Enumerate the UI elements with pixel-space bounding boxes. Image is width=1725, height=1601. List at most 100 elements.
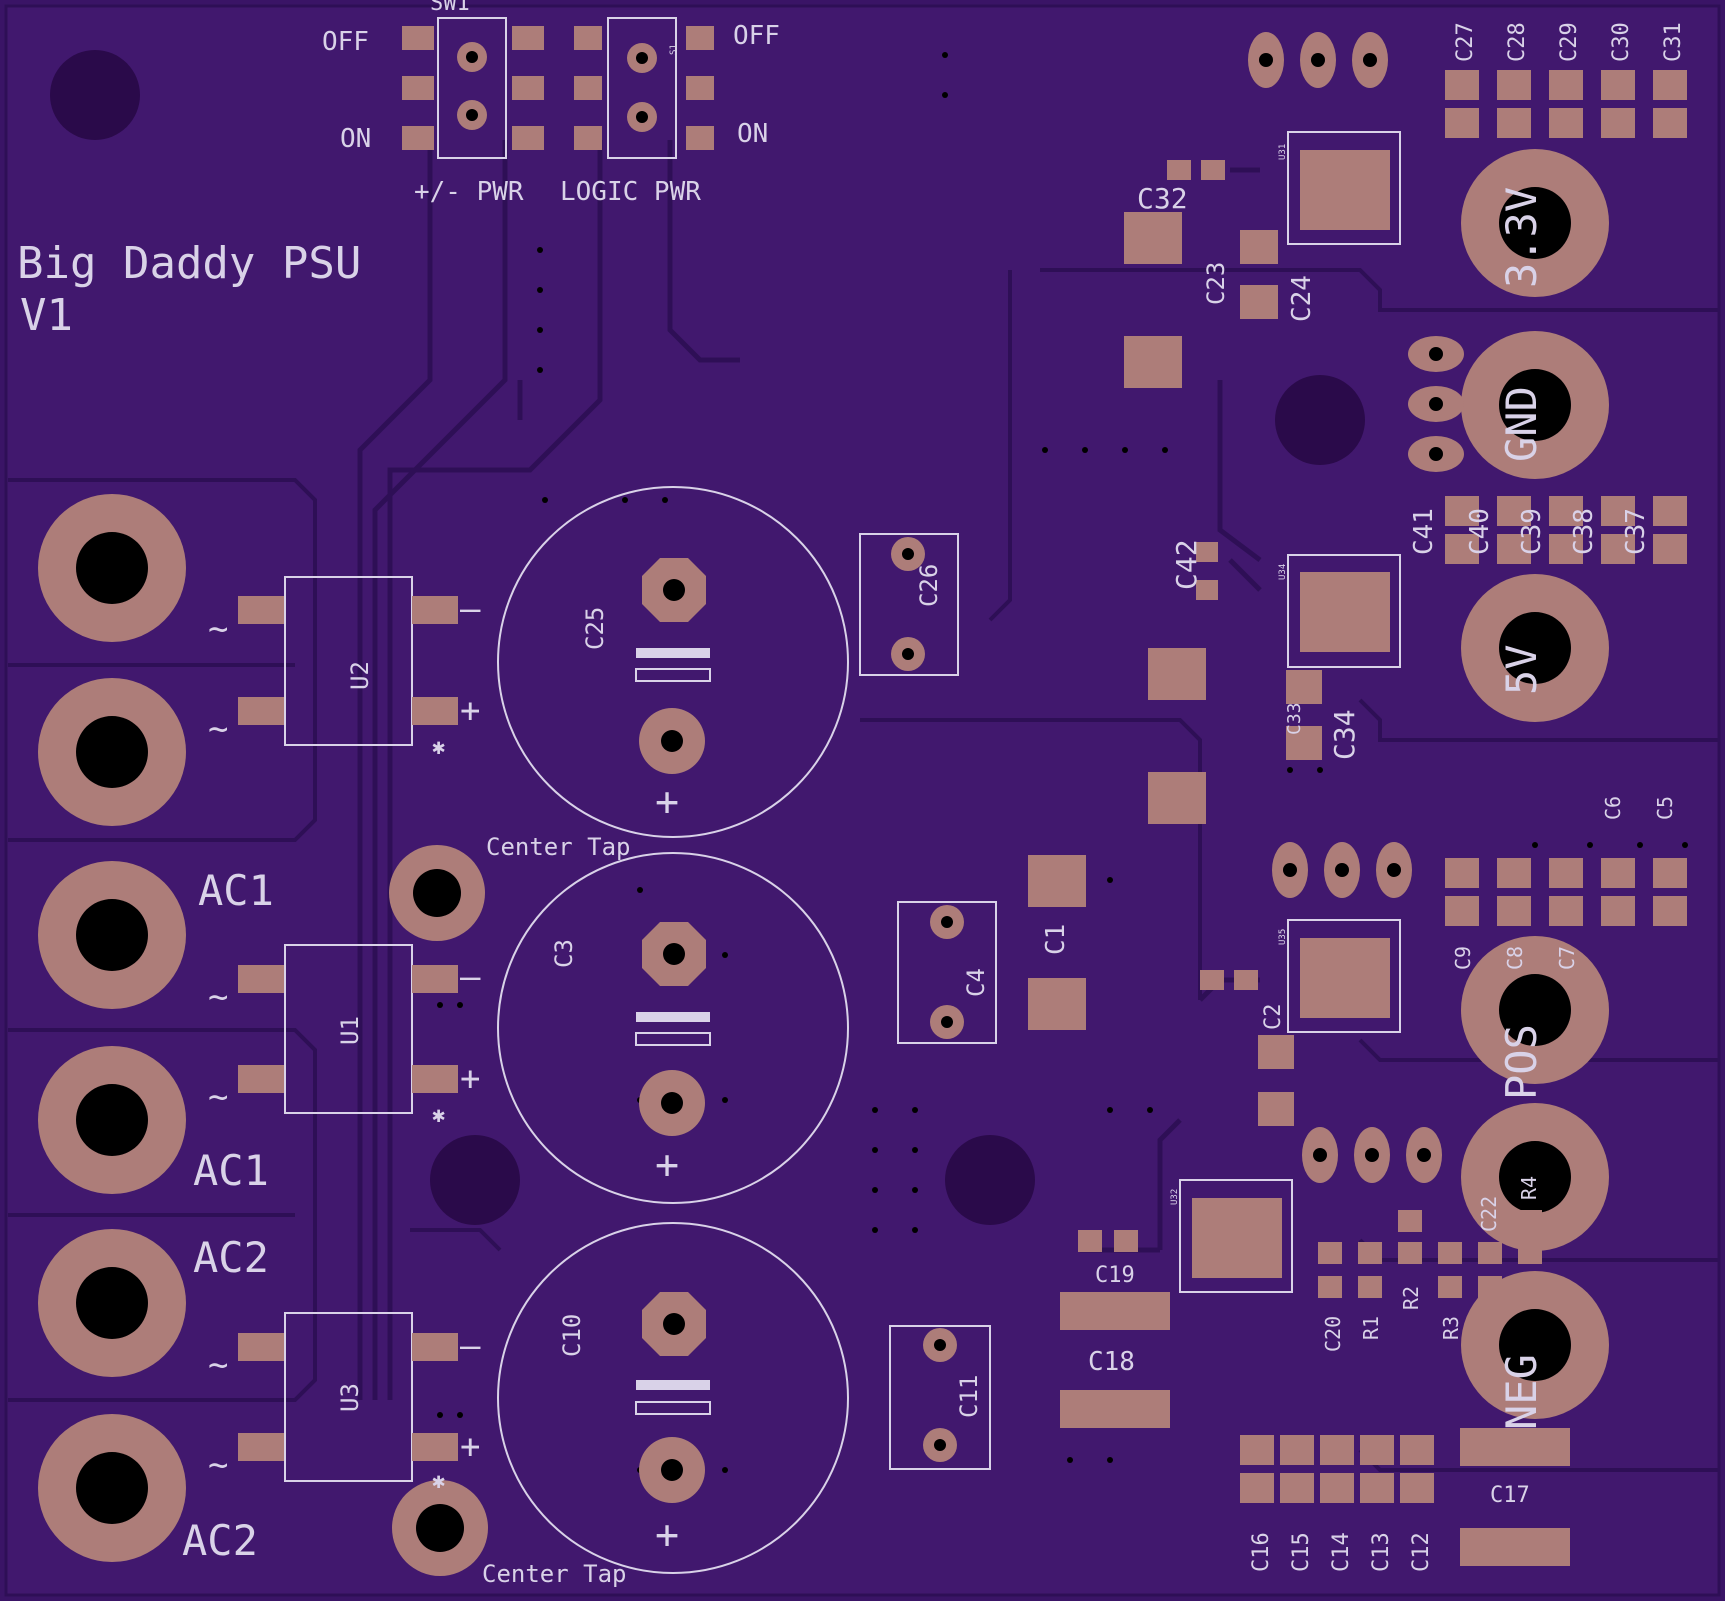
sw1-ref: SW1 bbox=[430, 0, 470, 16]
c6-ref: C6 bbox=[1601, 796, 1625, 820]
c7-ref: C7 bbox=[1555, 946, 1579, 970]
u1-ref: U1 bbox=[336, 1016, 364, 1045]
u3-ac-1: ~ bbox=[208, 1345, 228, 1385]
c18-ref: C18 bbox=[1088, 1347, 1135, 1377]
cap-c19 bbox=[1078, 1230, 1138, 1252]
terminal-ac1-a[interactable] bbox=[38, 494, 186, 642]
cap-c32 bbox=[1124, 160, 1225, 388]
terminal-ac2-a[interactable] bbox=[38, 1229, 186, 1377]
terminal-ac2-b[interactable] bbox=[38, 1414, 186, 1562]
u2-plus: + bbox=[460, 691, 480, 731]
u3-pad-minus bbox=[412, 1333, 458, 1361]
u34-ref: U34 bbox=[1278, 564, 1288, 580]
u3-minus: – bbox=[460, 1326, 481, 1366]
switch-sw1[interactable]: SW1 OFF ON +/- PWR bbox=[322, 0, 544, 207]
u2-pad-ac1 bbox=[238, 596, 284, 624]
c16-ref: C16 bbox=[1249, 1532, 1274, 1572]
header-top bbox=[1248, 32, 1388, 88]
s1-off: OFF bbox=[733, 21, 780, 51]
r2-ref: R2 bbox=[1399, 1286, 1423, 1310]
mount-hole-tl bbox=[50, 50, 140, 140]
c31-ref: C31 bbox=[1661, 22, 1686, 62]
film-cap-c26: C26 bbox=[859, 533, 959, 676]
c14-ref: C14 bbox=[1329, 1532, 1354, 1572]
u35-ref: U35 bbox=[1278, 929, 1288, 945]
c22-ref: C22 bbox=[1477, 1196, 1501, 1232]
sw1-on: ON bbox=[340, 124, 371, 154]
u2-minus: – bbox=[460, 589, 481, 629]
c25-ref: C25 bbox=[581, 607, 609, 650]
c10-ref: C10 bbox=[558, 1314, 586, 1357]
mount-hole-bottom-mid bbox=[945, 1135, 1035, 1225]
cap-c2 bbox=[1200, 970, 1294, 1126]
ic-u31: U31 bbox=[1278, 131, 1401, 245]
u2-star: ✱ bbox=[432, 735, 445, 760]
u2-pad-plus bbox=[412, 697, 458, 725]
cap-row-top bbox=[1445, 70, 1687, 138]
copper-pour bbox=[4, 4, 1721, 1597]
terminal-pos[interactable] bbox=[1461, 936, 1609, 1084]
cap-row-bottom bbox=[1240, 1435, 1434, 1503]
cap-c36 bbox=[1148, 648, 1322, 824]
left-terminals bbox=[38, 494, 186, 1562]
cap-c1 bbox=[1028, 855, 1086, 1030]
label-neg: NEG bbox=[1497, 1354, 1546, 1430]
c1-ref: C1 bbox=[1041, 924, 1071, 955]
label-ac1-top: AC1 bbox=[198, 866, 274, 915]
rectifier-u2: U2 – + ~ ~ ✱ bbox=[208, 576, 481, 760]
c3-polarity: + bbox=[655, 1142, 679, 1188]
cap-row-mid bbox=[1445, 496, 1687, 564]
c28-ref: C28 bbox=[1505, 22, 1530, 62]
u1-ac-1: ~ bbox=[208, 977, 228, 1017]
c20-ref: C20 bbox=[1321, 1316, 1345, 1352]
ic-u32: U32 bbox=[1170, 1179, 1293, 1293]
r1-ref: R1 bbox=[1359, 1316, 1383, 1340]
u1-pad-plus bbox=[412, 1065, 458, 1093]
label-5v: 5V bbox=[1497, 644, 1546, 695]
c33-ref: C33 bbox=[1284, 702, 1305, 735]
label-pos: POS bbox=[1497, 1024, 1546, 1100]
board-version: V1 bbox=[20, 290, 73, 341]
c26-ref: C26 bbox=[915, 564, 943, 607]
sw1-label: +/- PWR bbox=[414, 177, 524, 207]
u3-ref: U3 bbox=[336, 1383, 364, 1412]
c27-ref: C27 bbox=[1453, 22, 1478, 62]
u2-pad-ac2 bbox=[238, 697, 284, 725]
u1-pad-ac2 bbox=[238, 1065, 284, 1093]
plane-outlines bbox=[8, 268, 1718, 1472]
u2-pad-minus bbox=[412, 596, 458, 624]
terminal-ac1-c[interactable] bbox=[38, 861, 186, 1009]
u2-ac-1: ~ bbox=[208, 609, 228, 649]
terminal-gnd[interactable] bbox=[1461, 331, 1609, 479]
terminal-ac1-d[interactable] bbox=[38, 1046, 186, 1194]
terminal-5v[interactable] bbox=[1461, 574, 1609, 722]
terminal-gnd-2[interactable] bbox=[1461, 1103, 1609, 1251]
c12-ref: C12 bbox=[1409, 1532, 1434, 1572]
terminal-neg[interactable] bbox=[1461, 1271, 1609, 1419]
switch-s1[interactable]: S1 OFF ON LOGIC PWR bbox=[560, 17, 780, 207]
terminal-ac1-b[interactable] bbox=[38, 678, 186, 826]
label-ac2-top: AC2 bbox=[193, 1233, 269, 1282]
bulk-cap-c3: C3 + bbox=[497, 852, 849, 1204]
center-tap-terminal-2[interactable] bbox=[392, 1480, 488, 1576]
u3-star: ✱ bbox=[432, 1469, 445, 1494]
c37-ref: C37 bbox=[1621, 508, 1651, 555]
u2-ac-2: ~ bbox=[208, 709, 228, 749]
r4-ref: R4 bbox=[1517, 1176, 1541, 1200]
bulk-cap-c25: C25 + bbox=[497, 486, 849, 838]
r3-ref: R3 bbox=[1439, 1316, 1463, 1340]
u1-pad-minus bbox=[412, 965, 458, 993]
center-tap-terminal-1[interactable] bbox=[389, 845, 485, 941]
u1-pad-ac1 bbox=[238, 965, 284, 993]
board-title: Big Daddy PSU bbox=[17, 238, 361, 289]
vias bbox=[437, 52, 1688, 1473]
terminal-3v3[interactable] bbox=[1461, 149, 1609, 297]
u32-ref: U32 bbox=[1170, 1189, 1180, 1205]
cap-c23-c24 bbox=[1240, 230, 1278, 319]
c9-ref: C9 bbox=[1451, 946, 1475, 970]
u3-ac-2: ~ bbox=[208, 1445, 228, 1485]
c13-ref: C13 bbox=[1369, 1532, 1394, 1572]
u31-ref: U31 bbox=[1278, 144, 1288, 160]
u1-ac-2: ~ bbox=[208, 1077, 228, 1117]
